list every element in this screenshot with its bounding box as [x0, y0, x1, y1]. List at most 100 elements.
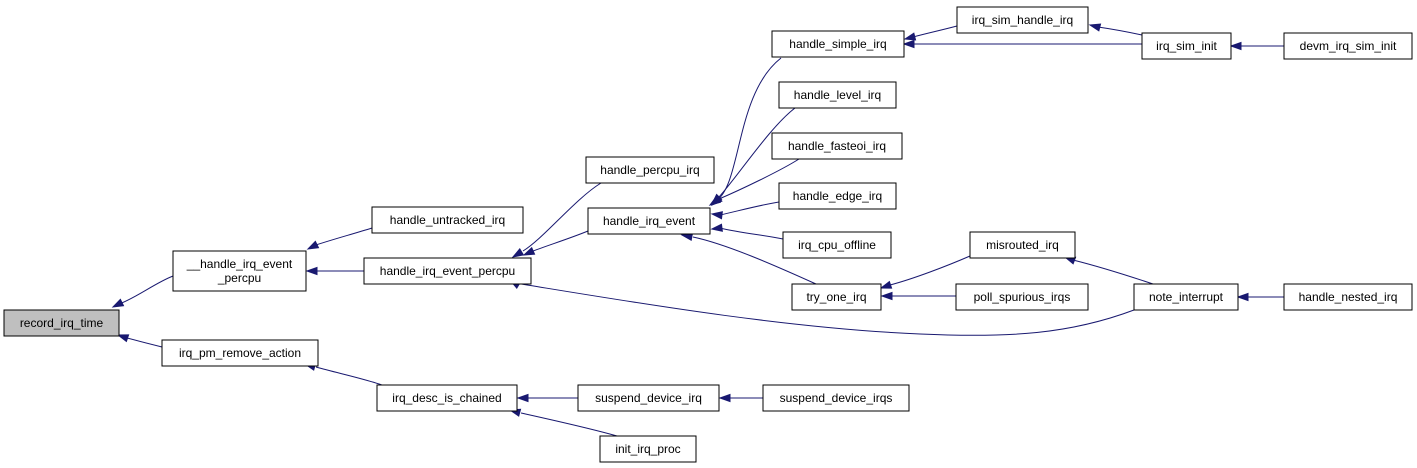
node-record-irq-time[interactable]: record_irq_time	[3, 309, 120, 337]
node-irq-sim-handle-irq[interactable]: irq_sim_handle_irq	[956, 6, 1089, 34]
node-label: poll_spurious_irqs	[974, 290, 1071, 304]
node-box	[778, 81, 897, 109]
arrowhead-icon	[1088, 23, 1102, 32]
node-devm-irq-sim-init[interactable]: devm_irq_sim_init	[1283, 32, 1413, 60]
node-label: misrouted_irq	[986, 238, 1059, 252]
node-label: handle_irq_event	[603, 214, 696, 228]
edge-handle-irq-event-percpu-to-record-irq-time	[111, 275, 174, 308]
node-handle-irq-event-percpu[interactable]: __handle_irq_event_percpu	[172, 250, 307, 292]
node-label: __handle_irq_event	[186, 257, 293, 271]
arrowhead-icon	[903, 32, 917, 41]
edge-line	[718, 158, 800, 200]
edge-line	[1097, 26, 1143, 36]
call-graph-edges	[111, 23, 1284, 437]
node-label: handle_nested_irq	[1299, 290, 1398, 304]
node-irq-cpu-offline[interactable]: irq_cpu_offline	[782, 231, 892, 259]
node-poll-spurious-irqs[interactable]: poll_spurious_irqs	[955, 283, 1089, 311]
node-handle-irq-event-percpu[interactable]: handle_irq_event_percpu	[363, 257, 532, 285]
node-suspend-device-irqs[interactable]: suspend_device_irqs	[762, 384, 910, 412]
node-label: suspend_device_irq	[595, 391, 702, 405]
node-label: handle_percpu_irq	[600, 163, 699, 177]
node-label: handle_irq_event_percpu	[380, 264, 515, 278]
node-box	[599, 435, 697, 463]
node-irq-desc-is-chained[interactable]: irq_desc_is_chained	[376, 384, 518, 412]
node-handle-level-irq[interactable]: handle_level_irq	[778, 81, 897, 109]
edge-line	[118, 275, 174, 305]
node-handle-simple-irq[interactable]: handle_simple_irq	[771, 30, 905, 58]
node-label: handle_edge_irq	[793, 189, 882, 203]
node-init-irq-proc[interactable]: init_irq_proc	[599, 435, 697, 463]
node-label: irq_pm_remove_action	[179, 346, 301, 360]
node-label: handle_simple_irq	[789, 37, 886, 51]
edge-suspend-device-irq-to-irq-desc-is-chained	[516, 393, 578, 403]
edge-line	[315, 366, 383, 386]
edge-line	[718, 107, 796, 198]
arrowhead-icon	[511, 247, 525, 258]
node-box	[161, 339, 319, 367]
node-box	[587, 207, 711, 235]
node-handle-nested-irq[interactable]: handle_nested_irq	[1283, 283, 1413, 311]
edge-irq-sim-handle-irq-to-handle-simple-irq	[903, 25, 958, 41]
node-label: irq_cpu_offline	[798, 238, 876, 252]
arrowhead-icon	[1229, 41, 1242, 51]
node-box	[791, 283, 882, 311]
edge-suspend-device-irqs-to-suspend-device-irq	[718, 393, 763, 403]
node-label: note_interrupt	[1149, 290, 1224, 304]
arrowhead-icon	[111, 298, 125, 308]
arrowhead-icon	[116, 334, 130, 343]
edge-handle-simple-irq-to-handle-irq-event	[708, 57, 782, 206]
node-label: handle_untracked_irq	[390, 213, 505, 227]
node-box	[363, 257, 532, 285]
edge-irq-sim-init-to-irq-sim-handle-irq	[1088, 23, 1143, 36]
node-irq-sim-init[interactable]: irq_sim_init	[1141, 32, 1232, 60]
edge-line	[692, 236, 817, 285]
edge-line	[514, 282, 1135, 336]
edge-line	[889, 255, 971, 286]
node-label: irq_sim_handle_irq	[972, 13, 1073, 27]
node-label: try_one_irq	[806, 290, 866, 304]
node-handle-untracked-irq[interactable]: handle_untracked_irq	[371, 206, 524, 234]
edge-line	[532, 230, 589, 252]
node-box	[956, 6, 1089, 34]
node-box	[1283, 283, 1413, 311]
arrowhead-icon	[710, 194, 723, 206]
arrowhead-icon	[710, 223, 723, 232]
node-handle-fasteoi-irq[interactable]: handle_fasteoi_irq	[771, 132, 903, 160]
node-irq-pm-remove-action[interactable]: irq_pm_remove_action	[161, 339, 319, 367]
node-label: devm_irq_sim_init	[1300, 39, 1397, 53]
edge-poll-spurious-irqs-to-try-one-irq	[880, 291, 956, 301]
node-try-one-irq[interactable]: try_one_irq	[791, 283, 882, 311]
edge-handle-fasteoi-irq-to-handle-irq-event	[710, 158, 800, 206]
node-label: _percpu	[217, 271, 261, 285]
node-handle-irq-event[interactable]: handle_irq_event	[587, 207, 711, 235]
edge-handle-percpu-irq-to-handle-irq-event-percpu	[511, 182, 602, 258]
edge-handle-irq-event-to-handle-irq-event-percpu	[522, 230, 589, 256]
node-box	[771, 30, 905, 58]
edge-init-irq-proc-to-irq-desc-is-chained	[508, 408, 618, 437]
edge-line	[912, 25, 958, 38]
edge-line	[1072, 259, 1154, 285]
node-handle-edge-irq[interactable]: handle_edge_irq	[778, 182, 897, 210]
edge-handle-untracked-irq-to-handle-irq-event-percpu	[306, 227, 373, 250]
node-handle-percpu-irq[interactable]: handle_percpu_irq	[585, 156, 715, 184]
node-misrouted-irq[interactable]: misrouted_irq	[969, 231, 1076, 259]
arrowhead-icon	[718, 393, 731, 403]
edge-line	[520, 412, 618, 437]
node-box	[771, 132, 903, 160]
edge-line	[315, 227, 373, 246]
node-label: handle_fasteoi_irq	[788, 139, 886, 153]
edge-irq-pm-remove-action-to-record-irq-time	[116, 334, 163, 348]
arrowhead-icon	[516, 393, 529, 403]
edge-handle-irq-event-percpu-to-handle-irq-event-percpu	[305, 266, 364, 276]
arrowhead-icon	[522, 246, 536, 256]
edge-line	[719, 227, 784, 240]
node-box	[1133, 283, 1239, 311]
node-box	[376, 384, 518, 412]
node-label: irq_sim_init	[1156, 39, 1217, 53]
node-suspend-device-irq[interactable]: suspend_device_irq	[577, 384, 720, 412]
arrowhead-icon	[306, 240, 320, 250]
node-label: record_irq_time	[20, 316, 104, 330]
node-box	[577, 384, 720, 412]
node-note-interrupt[interactable]: note_interrupt	[1133, 283, 1239, 311]
node-box	[585, 156, 715, 184]
